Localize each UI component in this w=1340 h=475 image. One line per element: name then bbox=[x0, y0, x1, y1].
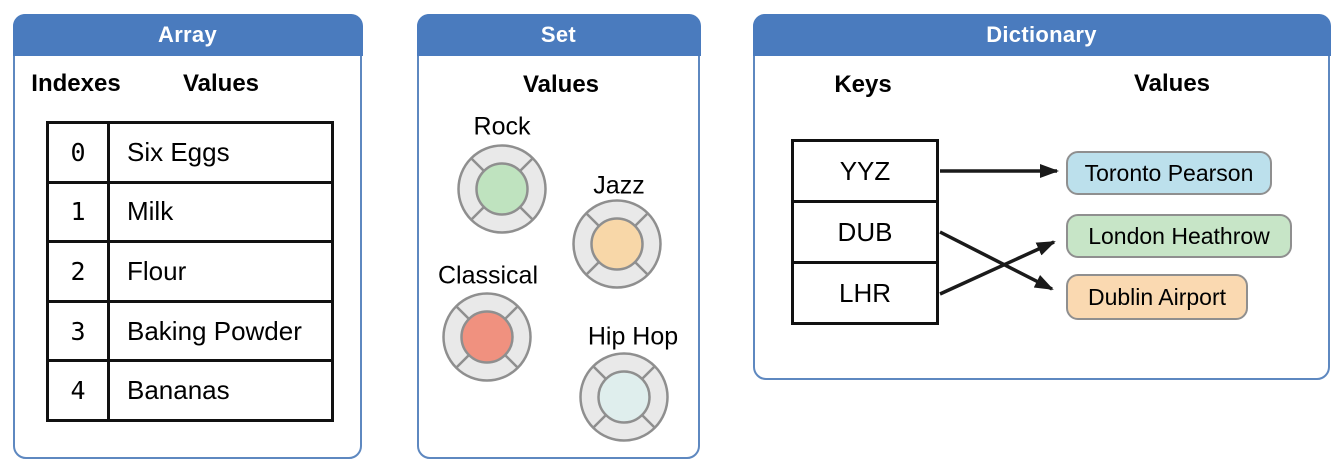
dictionary-value-label: Toronto Pearson bbox=[1084, 159, 1254, 186]
dictionary-key-yyz: YYZ bbox=[839, 155, 891, 186]
dictionary-key-lhr: LHR bbox=[794, 261, 936, 322]
set-panel: Set Values bbox=[416, 13, 701, 459]
dictionary-panel: Dictionary Keys Values YYZ DUB LHR Toron… bbox=[752, 13, 1331, 380]
array-panel-title: Array bbox=[158, 21, 217, 47]
dictionary-panel-title: Dictionary bbox=[986, 21, 1097, 47]
array-row-2: 2 Flour bbox=[49, 240, 331, 300]
array-value-cell: Baking Powder bbox=[127, 315, 302, 346]
dictionary-value-pill-dublin: Dublin Airport bbox=[1066, 274, 1248, 320]
dictionary-values-column-label: Values bbox=[1133, 70, 1211, 97]
array-indexes-column-label: Indexes bbox=[31, 70, 121, 97]
dictionary-value-pill-london: London Heathrow bbox=[1066, 214, 1292, 258]
set-item-label-rock: Rock bbox=[473, 112, 531, 141]
array-index-cell: 1 bbox=[49, 183, 110, 241]
array-index-cell: 2 bbox=[49, 243, 110, 300]
array-row-3: 3 Baking Powder bbox=[49, 299, 331, 360]
array-index-cell: 4 bbox=[49, 362, 110, 419]
dictionary-panel-header: Dictionary bbox=[752, 13, 1331, 56]
array-value-cell: Six Eggs bbox=[127, 136, 230, 167]
array-row-1: 1 Milk bbox=[49, 180, 331, 241]
dictionary-keys-column-label: Keys bbox=[834, 71, 892, 98]
array-row-0: 0 Six Eggs bbox=[49, 124, 331, 181]
arrow-dub-to-dublin bbox=[939, 230, 1054, 291]
set-token-hiphop-icon bbox=[579, 352, 669, 442]
set-tokens-canvas bbox=[442, 144, 669, 442]
array-index-cell: 3 bbox=[49, 302, 110, 360]
dictionary-key-dub: DUB bbox=[794, 200, 936, 261]
dictionary-mapping-arrows bbox=[939, 164, 1059, 296]
array-index-cell: 0 bbox=[49, 124, 110, 181]
set-token-classical-icon bbox=[442, 292, 532, 382]
set-item-label-jazz: Jazz bbox=[593, 171, 645, 200]
dictionary-value-label: London Heathrow bbox=[1088, 222, 1270, 249]
set-values-column-label: Values bbox=[522, 71, 600, 98]
set-token-rock-icon bbox=[457, 144, 547, 234]
set-token-jazz-icon bbox=[572, 199, 662, 289]
set-item-label-classical: Classical bbox=[437, 261, 539, 290]
array-panel-header: Array bbox=[12, 13, 363, 56]
set-panel-title: Set bbox=[540, 21, 577, 47]
arrow-lhr-to-london bbox=[939, 240, 1056, 296]
array-value-cell: Bananas bbox=[127, 375, 230, 406]
array-row-4: 4 Bananas bbox=[49, 359, 331, 419]
array-panel: Array Indexes Values 0 Six Eggs 1 Milk 2… bbox=[12, 13, 363, 459]
dictionary-keys-table: YYZ DUB LHR bbox=[791, 139, 939, 325]
array-value-cell: Flour bbox=[127, 255, 187, 286]
set-item-label-hiphop: Hip Hop bbox=[587, 322, 679, 351]
dictionary-value-label: Dublin Airport bbox=[1087, 283, 1227, 310]
array-value-cell: Milk bbox=[127, 196, 174, 227]
array-values-column-label: Values bbox=[182, 70, 260, 97]
set-panel-header: Set bbox=[416, 13, 701, 56]
dictionary-value-pill-toronto: Toronto Pearson bbox=[1066, 151, 1272, 195]
array-table: 0 Six Eggs 1 Milk 2 Flour 3 Baking Powde… bbox=[46, 121, 334, 422]
